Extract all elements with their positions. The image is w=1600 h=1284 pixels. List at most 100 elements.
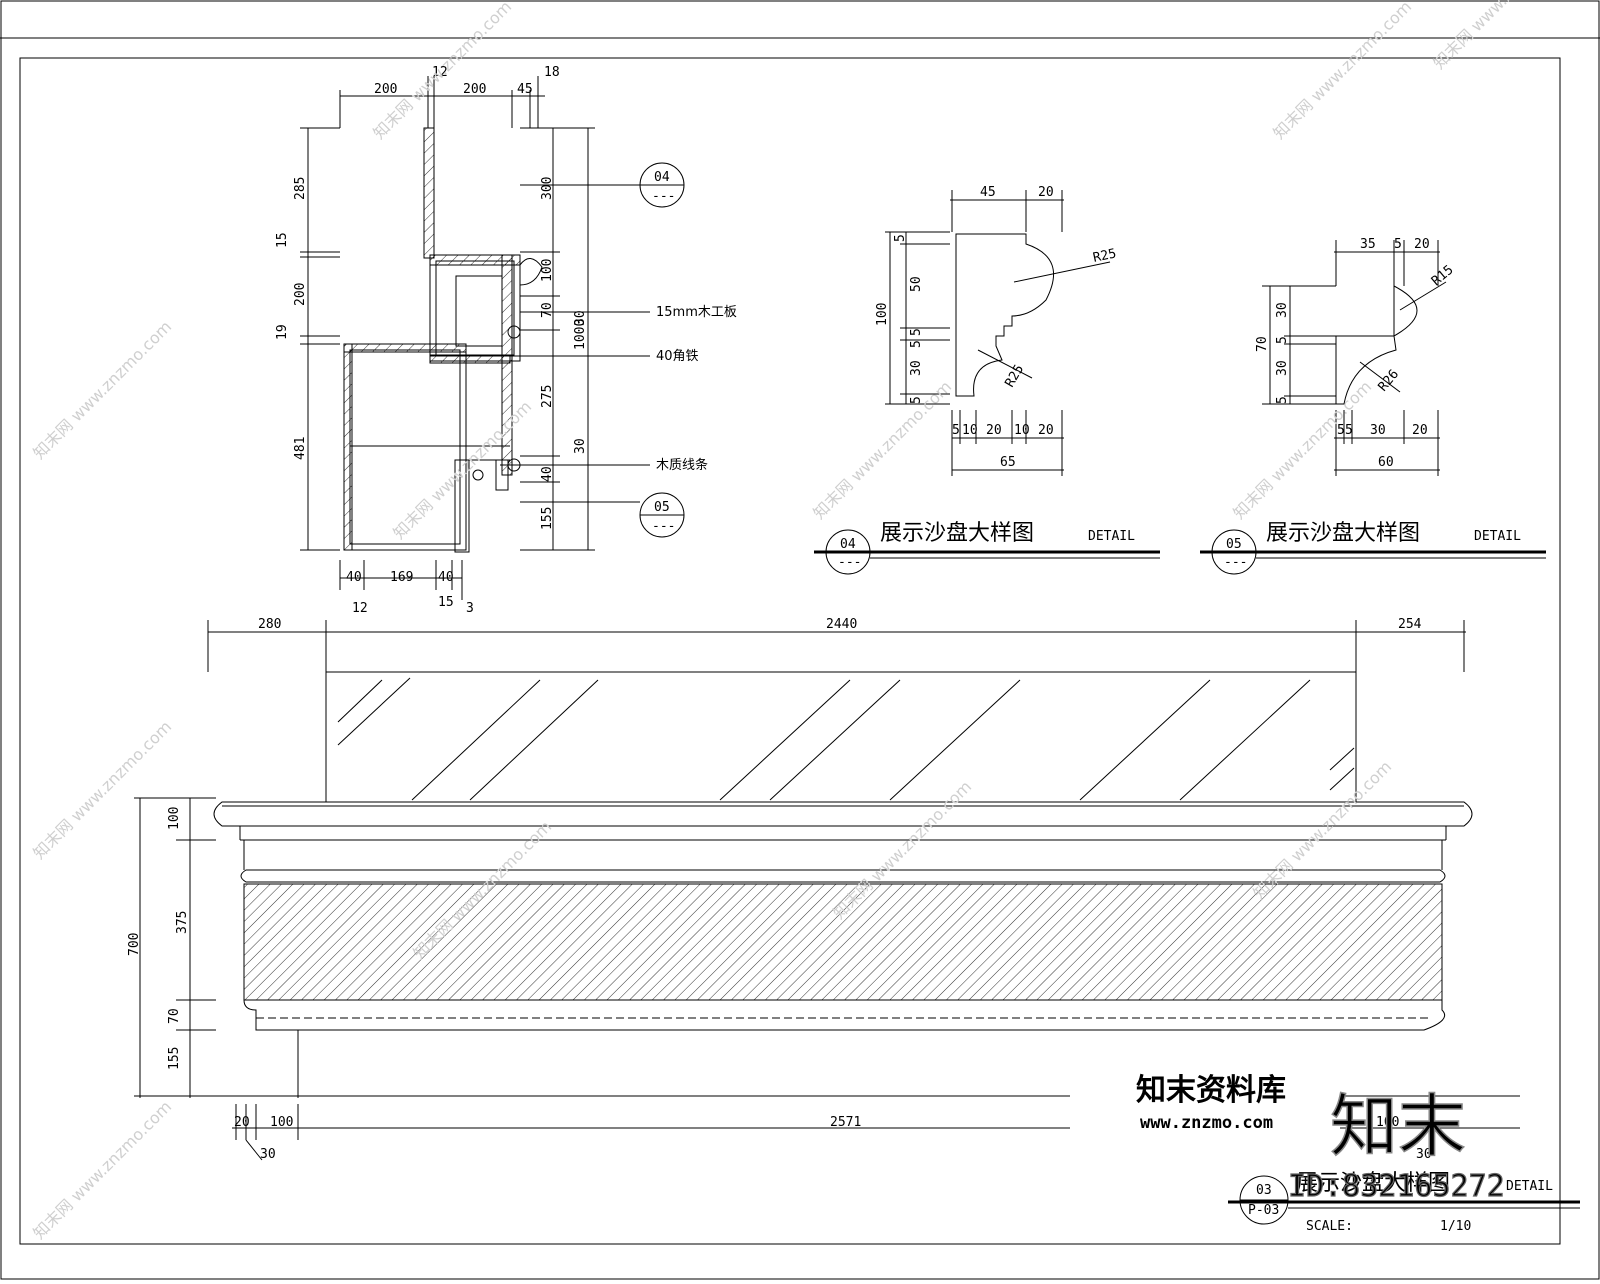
detail-05: 35 5 20 30 70 5 30 5 R15 R26 5 5 30 20 6… <box>1200 237 1546 575</box>
elev-number: 03 <box>1256 1183 1272 1198</box>
elev-dim-top-2: 2440 <box>826 617 857 632</box>
d05-dim-bottom-1: 5 <box>1337 423 1345 438</box>
d05-dim-left-5: 5 <box>1275 396 1290 404</box>
svg-text:知末网 www.znzmo.com: 知末网 www.znzmo.com <box>29 1097 175 1243</box>
d04-title: 展示沙盘大样图 <box>880 521 1034 546</box>
elev-title-block: 03 P-03 展示沙盘大样图 DETAIL SCALE: 1/10 <box>1228 1171 1580 1234</box>
d05-title: 展示沙盘大样图 <box>1266 521 1420 546</box>
svg-text:知末网 www.znzmo.com: 知末网 www.znzmo.com <box>369 0 515 143</box>
section-dim-right-6: 275 <box>540 385 555 408</box>
svg-text:知末网 www.znzmo.com: 知末网 www.znzmo.com <box>1269 0 1415 143</box>
callout-wood-trim: 木质线条 <box>656 457 708 473</box>
section-dim-right-1: 300 <box>540 177 555 200</box>
elev-dim-top-1: 280 <box>258 617 281 632</box>
elevation-view: 280 2440 254 <box>127 617 1580 1234</box>
section-dim-right-2: 100 <box>540 259 555 282</box>
elev-title: 展示沙盘大样图 <box>1296 1171 1450 1196</box>
section-dim-bottom-3: 40 <box>438 570 454 585</box>
d04-radius-1: R25 <box>1092 246 1118 266</box>
section-dim-bottom-5: 15 <box>438 595 454 610</box>
section-dim-right-8: 40 <box>540 466 555 482</box>
middle-bead <box>240 869 1446 883</box>
section-dim-right-3: 70 <box>540 302 555 318</box>
glass-panel <box>325 671 1357 803</box>
section-dim-right-4: 30 <box>573 310 588 326</box>
d05-dim-bottom-2: 5 <box>1345 423 1353 438</box>
detail-04: 45 20 5 50 100 5 5 30 5 R25 R25 5 10 20 … <box>814 185 1160 575</box>
section-dim-bottom-4: 12 <box>352 601 368 616</box>
d05-dim-top-3: 20 <box>1414 237 1430 252</box>
svg-text:知末网 www.znzmo.com: 知末网 www.znzmo.com <box>29 317 175 463</box>
d05-dim-top-2: 5 <box>1394 237 1402 252</box>
d04-title-block: 04 --- 展示沙盘大样图 DETAIL <box>814 521 1160 575</box>
elev-dim-bottom-3: 2571 <box>830 1115 861 1130</box>
svg-text:知末网 www.znzmo.com: 知末网 www.znzmo.com <box>1229 377 1375 523</box>
glass-reflection-lines <box>337 677 1355 801</box>
d04-dim-bottom-3: 20 <box>986 423 1002 438</box>
elev-dim-left-4: 70 <box>167 1008 182 1024</box>
elev-dim-bottom-4: 30 <box>260 1147 276 1162</box>
elev-dim-bottom-6: 30 <box>1416 1147 1432 1162</box>
d04-dim-left-6: 30 <box>909 360 924 376</box>
brand-name: 知末资料库 <box>1136 1073 1286 1108</box>
d04-radius-2: R25 <box>1002 362 1027 390</box>
d05-dim-top-1: 35 <box>1360 237 1376 252</box>
profile-05 <box>1335 285 1418 405</box>
d04-dim-bottom-4: 10 <box>1014 423 1030 438</box>
svg-text:05: 05 <box>654 500 670 515</box>
d05-title-en: DETAIL <box>1474 529 1521 544</box>
svg-text:---: --- <box>652 519 675 534</box>
d05-dim-bottom-3: 30 <box>1370 423 1386 438</box>
elev-dim-bottom-1: 20 <box>234 1115 250 1130</box>
section-dim-right-7: 30 <box>573 438 588 454</box>
d05-dim-left-2: 70 <box>1255 336 1270 352</box>
elev-sheet: P-03 <box>1248 1203 1279 1218</box>
svg-text:知末网 www.znzmo.com: 知末网 www.znzmo.com <box>809 377 955 523</box>
brand-id: ID:832165272 <box>1288 1169 1505 1204</box>
d05-dim-left-1: 30 <box>1275 302 1290 318</box>
d04-dim-bottom-5: 20 <box>1038 423 1054 438</box>
d05-number: 05 <box>1226 537 1242 552</box>
brand-logo: 知末 <box>1330 1088 1466 1167</box>
section-dim-top-4: 45 <box>517 82 533 97</box>
d04-dim-overall: 65 <box>1000 455 1016 470</box>
d04-dim-left-1: 5 <box>893 234 908 242</box>
d05-dim-left-3: 5 <box>1275 336 1290 344</box>
svg-text:知末网 www.znzmo.com: 知末网 www.znzmo.com <box>389 397 535 543</box>
top-cap-rail <box>213 801 1473 827</box>
elev-title-en: DETAIL <box>1506 1179 1553 1194</box>
d04-dim-left-3: 100 <box>875 303 890 326</box>
svg-text:知末网 www.znzmo.com: 知末网 www.znzmo.com <box>1429 0 1575 73</box>
profile-04 <box>955 233 1055 397</box>
section-dim-top-2: 12 <box>432 65 448 80</box>
d05-dim-left-4: 30 <box>1275 360 1290 376</box>
section-dim-left-1: 285 <box>293 177 308 200</box>
scale-value: 1/10 <box>1440 1219 1471 1234</box>
d04-dim-top-1: 45 <box>980 185 996 200</box>
svg-text:04: 04 <box>654 170 670 185</box>
svg-text:---: --- <box>652 189 675 204</box>
d04-sheet: --- <box>838 555 861 570</box>
svg-text:知末网 www.znzmo.com: 知末网 www.znzmo.com <box>1249 757 1395 903</box>
scale-label: SCALE: <box>1306 1219 1353 1234</box>
d04-dim-bottom-2: 10 <box>962 423 978 438</box>
d04-dim-left-5: 5 <box>909 340 924 348</box>
d05-radius-1: R15 <box>1429 262 1457 289</box>
section-geometry <box>343 127 543 553</box>
d04-dim-top-2: 20 <box>1038 185 1054 200</box>
d05-title-block: 05 --- 展示沙盘大样图 DETAIL <box>1200 521 1546 575</box>
d05-dim-overall: 60 <box>1378 455 1394 470</box>
section-dim-top-5: 18 <box>544 65 560 80</box>
brand-url: www.znzmo.com <box>1140 1113 1273 1133</box>
hatched-panel <box>243 883 1443 1001</box>
section-dim-left-5: 481 <box>293 437 308 460</box>
d04-number: 04 <box>840 537 856 552</box>
d05-dim-bottom-4: 20 <box>1412 423 1428 438</box>
elev-dim-bottom-5: 100 <box>1376 1115 1399 1130</box>
section-dim-right-9: 155 <box>540 507 555 530</box>
section-dim-top-3: 200 <box>463 82 486 97</box>
brand-watermark: 知末资料库 www.znzmo.com 知末 ID:832165272 <box>1136 1073 1505 1205</box>
callout-angle-iron: 40角铁 <box>656 349 699 364</box>
